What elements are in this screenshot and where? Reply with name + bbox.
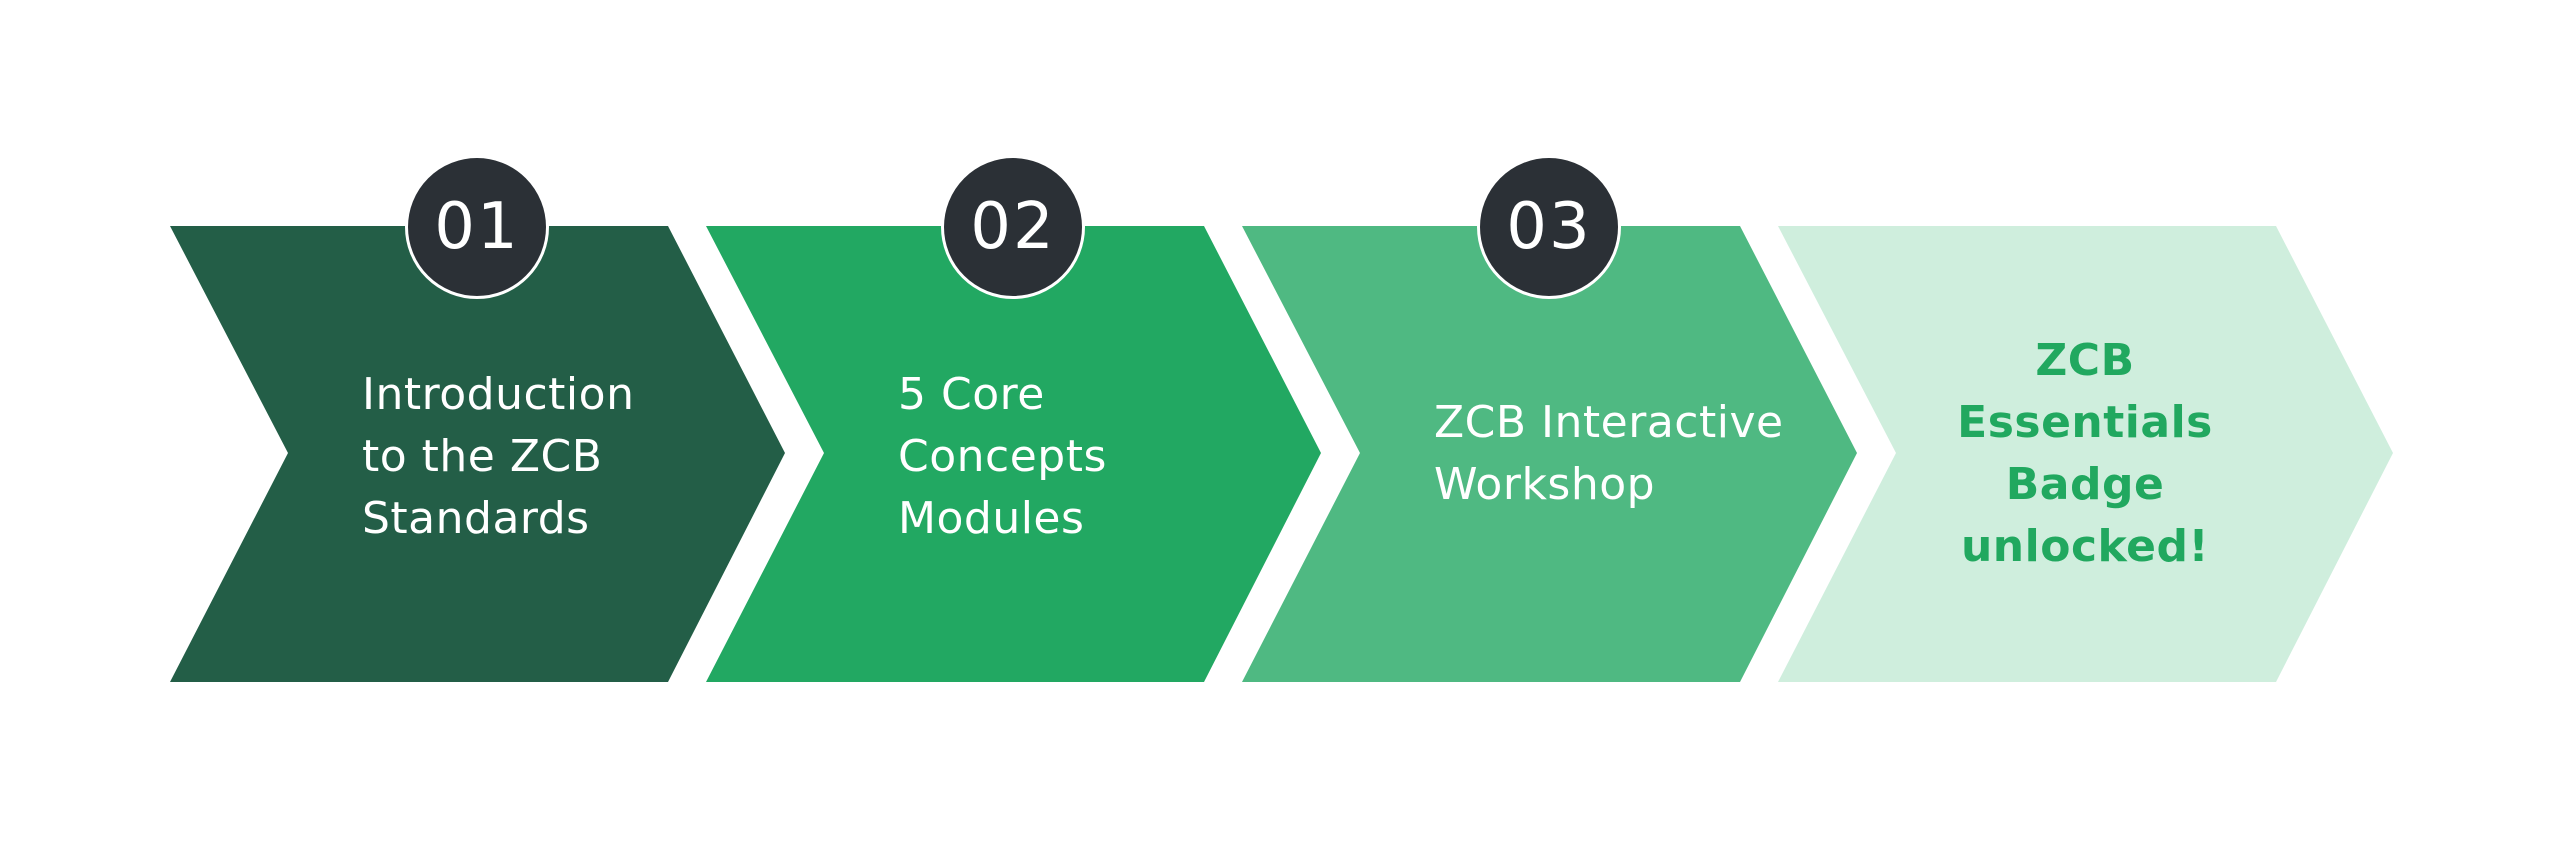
chevron-step-1	[170, 226, 785, 682]
chevron-step-3	[1242, 226, 1857, 682]
chevron-step-4	[1778, 226, 2393, 682]
chevron-step-2	[706, 226, 1321, 682]
badge-unlocked-label: ZCB Essentials Badge unlocked!	[1957, 335, 2213, 572]
step-2-label: 5 Core Concepts Modules	[898, 369, 1107, 544]
step-1-label: Introduction to the ZCB Standards	[362, 369, 635, 544]
step-3-number-badge: 03	[1477, 155, 1621, 299]
step-3-label: ZCB Interactive Workshop	[1434, 397, 1784, 510]
step-2-number-badge: 02	[941, 155, 1085, 299]
step-1-number-badge: 01	[405, 155, 549, 299]
